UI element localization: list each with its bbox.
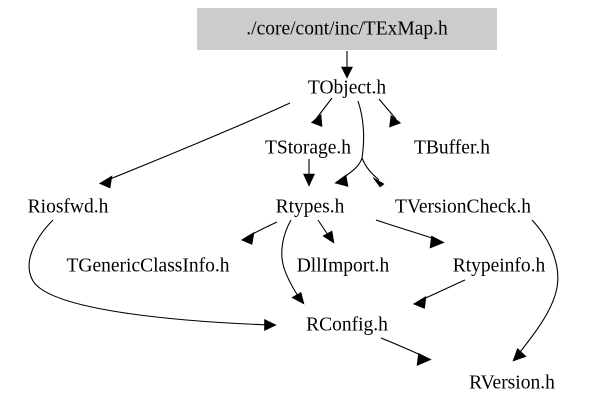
node-tobject-label: TObject.h [308,77,386,98]
edge-tobject-to-tstorage [310,97,333,127]
node-tbuffer[interactable]: TBuffer.h [414,137,490,158]
edge-tobject-to-riosfwd [98,102,291,189]
node-dllimport-label: DllImport.h [297,255,390,276]
node-rconfig[interactable]: RConfig.h [306,314,388,335]
node-rtypes-label: Rtypes.h [276,196,345,217]
edge-rtypeinfo-to-rconfig [412,279,466,309]
node-texmap-box [197,8,497,50]
node-riosfwd[interactable]: Riosfwd.h [28,196,109,217]
node-rversion[interactable]: RVersion.h [469,372,555,393]
node-texmap[interactable]: ./core/cont/inc/TExMap.h [197,8,497,50]
node-rtypes[interactable]: Rtypes.h [276,196,345,217]
node-dllimport[interactable]: DllImport.h [297,255,390,276]
node-rtypeinfo[interactable]: Rtypeinfo.h [453,255,546,276]
edge-rtypes-to-dllimport [317,219,335,244]
node-rconfig-label: RConfig.h [306,314,388,335]
node-rversion-label: RVersion.h [469,372,555,393]
node-tversioncheck-label: TVersionCheck.h [395,196,531,217]
edge-rtypes-to-tgenericclassinfo [240,221,278,245]
edge-tstorage-to-rtypes [303,159,315,187]
edge-texmap-to-tobject [341,51,353,79]
node-tgenericclassinfo-label: TGenericClassInfo.h [67,255,230,276]
node-tstorage-label: TStorage.h [265,137,351,158]
edge-rconfig-to-rversion [380,337,432,366]
edge-riosfwd-to-rconfig [28,219,277,331]
node-tgenericclassinfo[interactable]: TGenericClassInfo.h [67,255,230,276]
edge-tobject-to-tversioncheck [361,157,385,188]
node-texmap-label: ./core/cont/inc/TExMap.h [246,18,448,39]
node-riosfwd-label: Riosfwd.h [28,196,109,217]
edge-tobject-to-tbuffer [378,98,402,128]
node-tbuffer-label: TBuffer.h [414,137,490,158]
node-rtypeinfo-label: Rtypeinfo.h [453,255,546,276]
node-tobject[interactable]: TObject.h [308,77,386,98]
graph-nodes: ./core/cont/inc/TExMap.h TObject.h TStor… [28,8,555,393]
edge-tversioncheck-to-rversion [512,219,559,362]
node-tversioncheck[interactable]: TVersionCheck.h [395,196,531,217]
graph-edges [28,51,559,366]
node-tstorage[interactable]: TStorage.h [265,137,351,158]
edge-rtypes-to-rconfig [281,219,305,305]
edge-rtypes-to-rtypeinfo [375,219,445,249]
